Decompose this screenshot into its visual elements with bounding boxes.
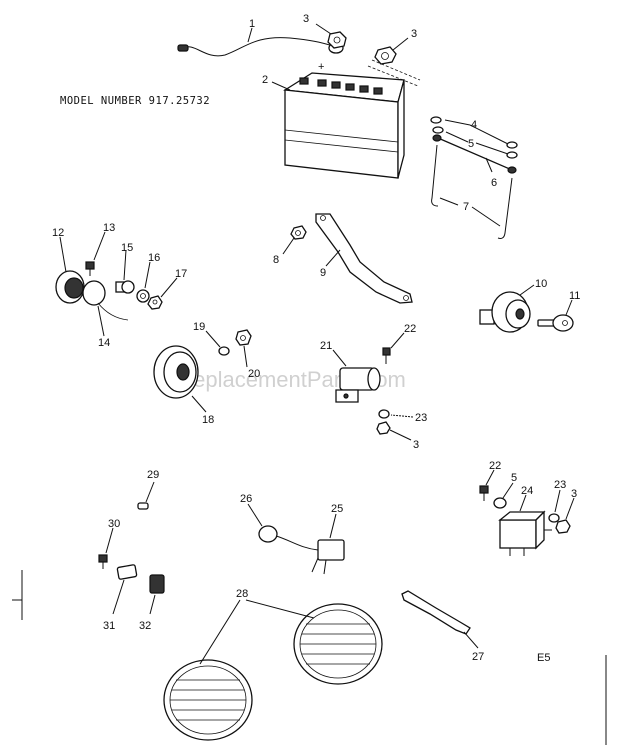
washer-part xyxy=(205,330,230,356)
callout-11: 11 xyxy=(569,290,580,302)
leader-lines-28 xyxy=(199,599,315,665)
callout-16: 16 xyxy=(148,252,160,264)
callout-8: 8 xyxy=(273,254,279,266)
callout-26: 26 xyxy=(240,493,252,505)
callout-3-right: 3 xyxy=(571,488,577,500)
callout-5-right: 5 xyxy=(511,472,517,484)
scan-edge-marks xyxy=(12,570,607,745)
hex-nut-part xyxy=(315,23,347,49)
screw-part xyxy=(98,527,114,569)
ignition-key-part xyxy=(537,299,574,332)
callout-30: 30 xyxy=(108,518,120,530)
hex-nut-part xyxy=(367,37,421,87)
callout-1: 1 xyxy=(249,18,255,30)
switch-plate-part xyxy=(149,574,165,615)
callout-4: 4 xyxy=(471,119,477,131)
relay-part xyxy=(498,494,552,556)
callout-31: 31 xyxy=(103,620,115,632)
battery-part xyxy=(271,72,405,179)
washer-part xyxy=(493,482,514,509)
light-housing-part xyxy=(55,236,85,304)
callout-7: 7 xyxy=(463,201,469,213)
callout-24: 24 xyxy=(521,485,533,497)
callout-25: 25 xyxy=(331,503,343,515)
diagram-code: E5 xyxy=(537,652,550,664)
lock-washer-part xyxy=(136,261,151,303)
screw-part xyxy=(479,469,495,501)
callout-17: 17 xyxy=(175,268,187,280)
washer-part xyxy=(548,489,561,523)
callout-2: 2 xyxy=(262,74,268,86)
solenoid-part xyxy=(332,349,381,403)
rod-part xyxy=(401,590,479,649)
bracket-plate-part xyxy=(112,564,138,615)
callout-13: 13 xyxy=(103,222,115,234)
callout-18: 18 xyxy=(202,414,214,426)
callout-22-right: 22 xyxy=(489,460,501,472)
callout-10: 10 xyxy=(535,278,547,290)
callout-28: 28 xyxy=(236,588,248,600)
screw-part xyxy=(382,332,405,364)
screw-part xyxy=(85,231,106,276)
nut-part xyxy=(555,497,575,534)
nut-part xyxy=(235,329,252,368)
nut-part xyxy=(147,277,178,310)
callout-22-top: 22 xyxy=(404,323,416,335)
callout-21: 21 xyxy=(320,340,332,352)
clip-part xyxy=(137,481,155,510)
battery-plus-sign: + xyxy=(318,61,324,73)
lens-part xyxy=(82,280,129,337)
callout-5-top: 5 xyxy=(468,138,474,150)
wiring-harness-part xyxy=(247,503,345,575)
callout-27: 27 xyxy=(472,651,484,663)
callout-15: 15 xyxy=(121,242,133,254)
headlight-lens-part xyxy=(293,603,383,685)
battery-cable-part xyxy=(177,27,344,57)
callout-3-top-left: 3 xyxy=(303,13,309,25)
callout-12: 12 xyxy=(52,227,64,239)
callout-3-top-right: 3 xyxy=(411,28,417,40)
bulb-socket-part xyxy=(115,249,135,294)
callout-19: 19 xyxy=(193,321,205,333)
callout-23-right: 23 xyxy=(554,479,566,491)
callout-20: 20 xyxy=(248,368,260,380)
callout-29: 29 xyxy=(147,469,159,481)
battery-hold-down-part xyxy=(430,116,518,239)
model-number: MODEL NUMBER 917.25732 xyxy=(60,95,210,107)
callout-9: 9 xyxy=(320,267,326,279)
nut-part xyxy=(376,421,412,441)
callout-3-mid: 3 xyxy=(413,439,419,451)
mounting-bracket-part xyxy=(315,213,413,304)
headlight-lens-part xyxy=(163,659,253,741)
callout-32: 32 xyxy=(139,620,151,632)
callout-14: 14 xyxy=(98,337,110,349)
horn-part xyxy=(153,345,207,413)
callout-6: 6 xyxy=(491,177,497,189)
nut-part xyxy=(282,225,307,255)
ignition-switch-part xyxy=(479,284,535,333)
callout-23-mid: 23 xyxy=(415,412,427,424)
washer-part xyxy=(378,409,414,419)
